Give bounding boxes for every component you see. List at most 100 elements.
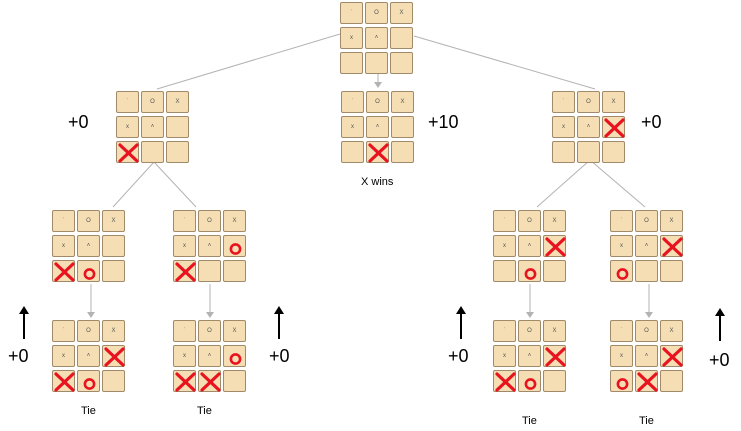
board-cell: O [77, 320, 100, 342]
faded-mark-icon: ˙ [562, 99, 565, 105]
board-cell: ˙ [341, 91, 364, 113]
faded-mark-icon: X [552, 218, 557, 224]
faded-mark-icon: ˄ [86, 243, 91, 249]
score-label-leaf-b: +0 [269, 346, 290, 366]
x-mark-icon [545, 237, 566, 257]
faded-mark-icon: O [86, 218, 91, 224]
faded-mark-icon: ˙ [183, 328, 186, 334]
board-cell: O [365, 2, 388, 24]
faded-mark-icon: ˄ [527, 243, 532, 249]
board-cell: ˄ [77, 345, 100, 367]
board-cell [77, 260, 100, 282]
board-cell [116, 141, 139, 163]
faded-mark-icon: x [183, 243, 186, 249]
faded-mark-icon: X [232, 328, 237, 334]
x-mark-icon [662, 237, 683, 257]
edge-right-c [536, 159, 591, 208]
faded-mark-icon: ˄ [586, 124, 591, 130]
o-mark-icon [229, 243, 242, 255]
board-cell: O [77, 210, 100, 232]
board-cell: x [552, 116, 575, 138]
faded-mark-icon: x [350, 35, 353, 41]
board-cell [223, 260, 246, 282]
board-cell: ˄ [366, 116, 389, 138]
faded-mark-icon: O [374, 10, 379, 16]
board-cell: O [198, 320, 221, 342]
board-cell: ˄ [635, 345, 658, 367]
board-cell [660, 370, 683, 392]
board-cell: ˄ [518, 235, 541, 257]
board-cell [102, 235, 125, 257]
board-cell [610, 370, 633, 392]
x-mark-icon [200, 372, 221, 392]
board-cell [602, 141, 625, 163]
faded-mark-icon: O [207, 328, 212, 334]
faded-mark-icon: O [527, 328, 532, 334]
caption-tie-a: Tie [81, 405, 96, 417]
edge-arrowhead [526, 312, 534, 318]
board-cell [366, 141, 389, 163]
faded-mark-icon: X [232, 218, 237, 224]
board-cell [166, 116, 189, 138]
board-cell [173, 370, 196, 392]
board-cell: O [141, 91, 164, 113]
board-cell [223, 345, 246, 367]
board-cell: x [173, 345, 196, 367]
board-cell: O [518, 320, 541, 342]
o-mark-icon [83, 268, 96, 280]
faded-mark-icon: O [375, 99, 380, 105]
edge-root-right [413, 35, 596, 90]
faded-mark-icon: ˄ [644, 353, 649, 359]
faded-mark-icon: O [207, 218, 212, 224]
board-cell: ˄ [635, 235, 658, 257]
faded-mark-icon: X [111, 328, 116, 334]
faded-mark-icon: x [562, 124, 565, 130]
board-cell [141, 141, 164, 163]
board-cell [102, 370, 125, 392]
caption-x-wins: X wins [361, 176, 394, 188]
edge-left-b [153, 161, 197, 208]
faded-mark-icon: X [669, 218, 674, 224]
board-cell: X [660, 320, 683, 342]
board-cell: ˙ [493, 320, 516, 342]
board-cell [610, 260, 633, 282]
board-cell [543, 260, 566, 282]
board-cell: ˙ [610, 210, 633, 232]
board-cell: x [116, 116, 139, 138]
o-mark-icon [83, 378, 96, 390]
board-cell: ˙ [340, 2, 363, 24]
board-cell: x [173, 235, 196, 257]
board-cell: ˄ [198, 345, 221, 367]
x-mark-icon [54, 372, 75, 392]
board-cell: ˙ [52, 210, 75, 232]
x-mark-icon [495, 372, 516, 392]
edge-arrowhead [206, 312, 214, 318]
x-mark-icon [662, 347, 683, 367]
faded-mark-icon: O [150, 99, 155, 105]
faded-mark-icon: X [111, 218, 116, 224]
board-cell [602, 116, 625, 138]
o-mark-icon [524, 268, 537, 280]
board-cell [365, 52, 388, 74]
board-cell: O [198, 210, 221, 232]
board-cell: O [366, 91, 389, 113]
faded-mark-icon: X [552, 328, 557, 334]
board-cell [552, 141, 575, 163]
o-mark-icon [616, 378, 629, 390]
board-cell: X [102, 210, 125, 232]
faded-mark-icon: X [669, 328, 674, 334]
x-mark-icon [368, 143, 389, 163]
board-cell [635, 370, 658, 392]
board-cell [102, 345, 125, 367]
board-cell: X [660, 210, 683, 232]
edge-left-a [112, 161, 155, 208]
